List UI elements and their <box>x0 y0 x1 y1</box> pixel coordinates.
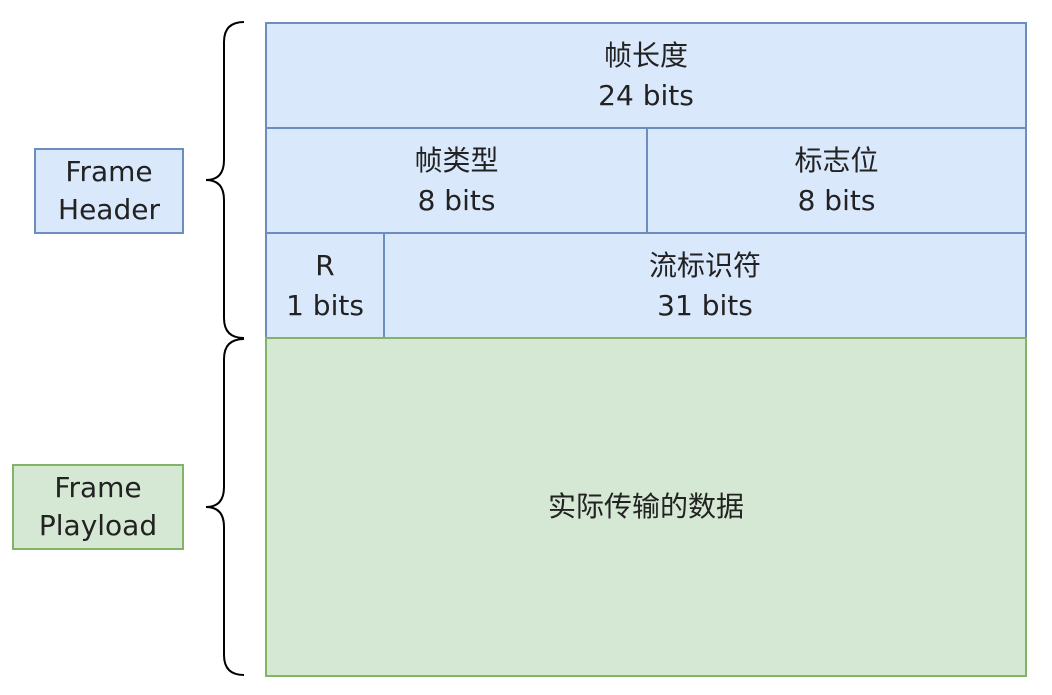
frame-header-label-line1: Frame <box>65 155 153 188</box>
flags-field: 标志位 8 bits <box>646 127 1027 234</box>
frame-type-name: 帧类型 <box>414 143 499 177</box>
payload-field: 实际传输的数据 <box>265 337 1027 677</box>
frame-header-label: Frame Header <box>34 148 184 234</box>
frame-type-field: 帧类型 8 bits <box>265 127 648 234</box>
payload-brace <box>205 338 245 676</box>
flags-size: 8 bits <box>797 183 876 217</box>
frame-type-size: 8 bits <box>417 183 496 217</box>
flags-name: 标志位 <box>794 143 879 177</box>
frame-payload-label: Frame Playload <box>12 464 184 550</box>
frame-header-label-line2: Header <box>58 193 160 226</box>
stream-id-name: 流标识符 <box>648 248 761 282</box>
frame-payload-label-line2: Playload <box>38 509 158 542</box>
payload-text: 实际传输的数据 <box>547 490 744 523</box>
header-brace <box>205 21 245 339</box>
reserved-bit-name: R <box>315 248 335 282</box>
frame-length-size: 24 bits <box>598 78 694 112</box>
frame-payload-label-line1: Frame <box>54 471 142 504</box>
frame-length-name: 帧长度 <box>603 38 688 72</box>
frame-length-field: 帧长度 24 bits <box>265 22 1027 129</box>
stream-id-field: 流标识符 31 bits <box>383 232 1027 339</box>
stream-id-size: 31 bits <box>657 288 753 322</box>
reserved-bit-size: 1 bits <box>286 288 364 322</box>
reserved-bit-field: R 1 bits <box>265 232 385 339</box>
